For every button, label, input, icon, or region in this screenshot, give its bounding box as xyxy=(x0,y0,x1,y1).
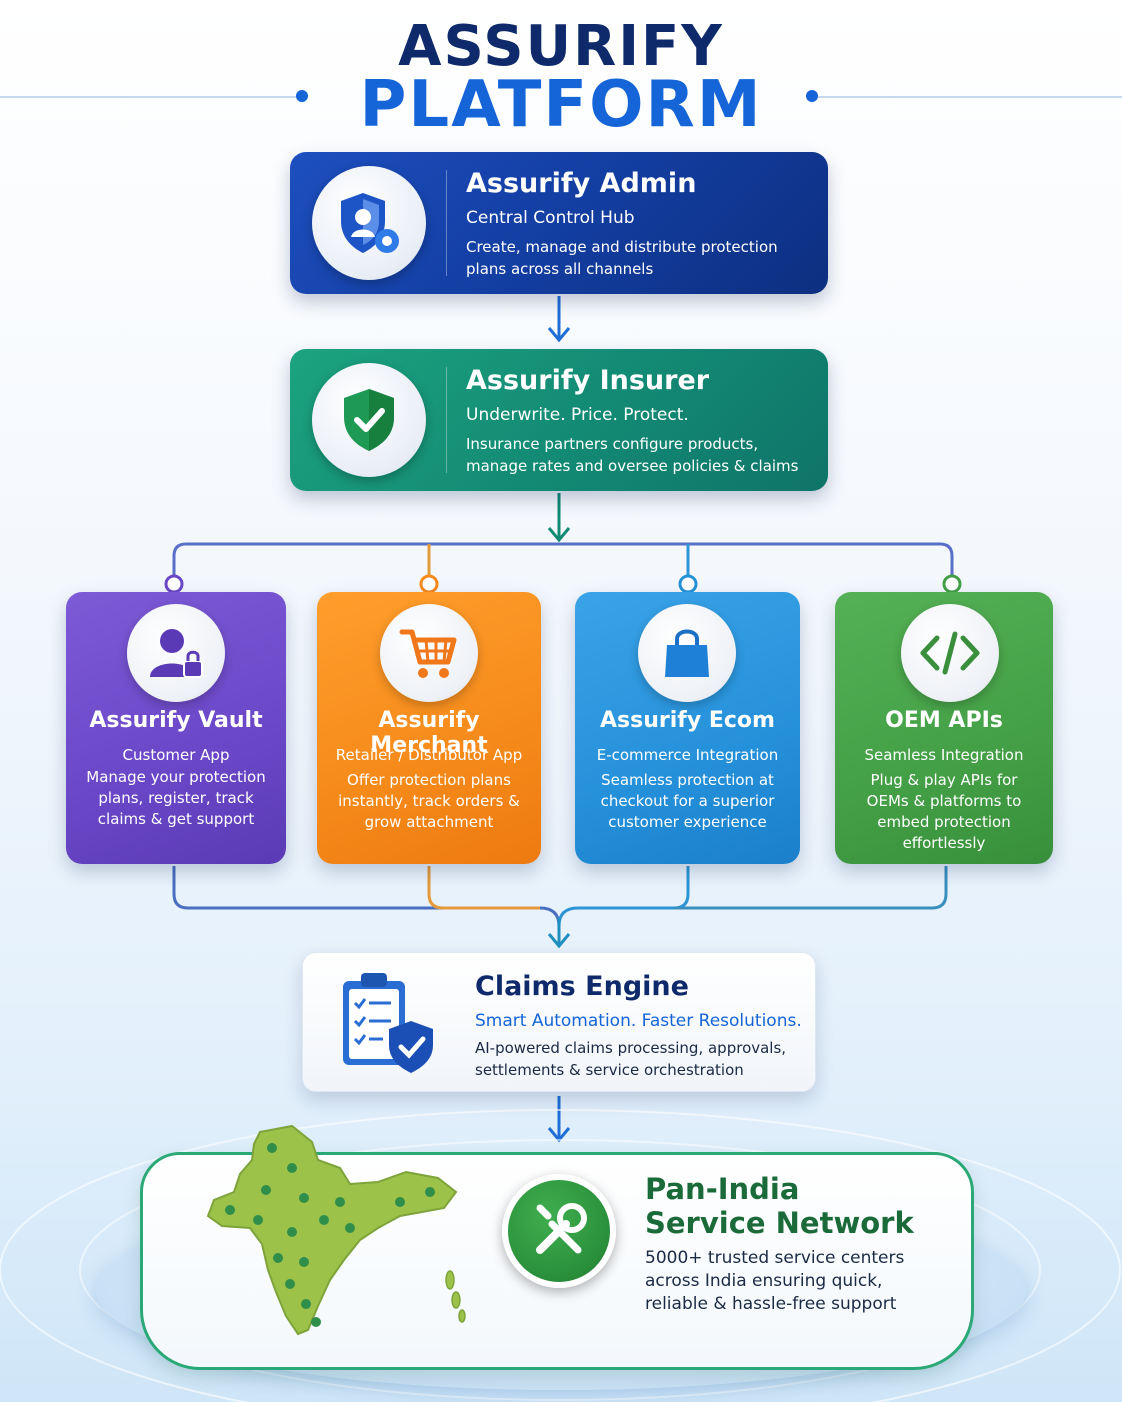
oem-card: OEM APIs Seamless Integration Plug & pla… xyxy=(835,592,1053,864)
clipboard-shield-icon xyxy=(337,969,437,1079)
ecom-description: Seamless protection at checkout for a su… xyxy=(600,771,775,831)
title-deco-dot-left xyxy=(296,90,308,102)
title-deco-line-left xyxy=(0,96,300,98)
node-merchant xyxy=(419,574,439,594)
shield-gear-icon xyxy=(312,166,426,280)
insurer-card: Assurify Insurer Underwrite. Price. Prot… xyxy=(290,349,828,491)
merge-oem xyxy=(674,866,948,910)
oem-description: Plug & play APIs for OEMs & platforms to… xyxy=(866,771,1022,852)
card-separator xyxy=(446,170,447,276)
ecom-card: Assurify Ecom E-commerce Integration Sea… xyxy=(575,592,800,864)
title-deco-dot-right xyxy=(806,90,818,102)
vault-description: Manage your protection plans, register, … xyxy=(86,768,266,828)
network-description: 5000+ trusted service centers across Ind… xyxy=(645,1248,905,1314)
vault-subtitle: Customer App xyxy=(122,746,230,764)
merge-merchant xyxy=(427,866,540,910)
merchant-subtitle: Retailer / Distributor App xyxy=(335,746,523,764)
user-lock-icon xyxy=(127,604,225,702)
node-oem xyxy=(942,574,962,594)
tools-icon xyxy=(502,1174,616,1288)
admin-subtitle: Central Control Hub xyxy=(466,208,635,228)
branch-top xyxy=(172,542,954,584)
shopping-bag-icon xyxy=(638,604,736,702)
node-ecom xyxy=(678,574,698,594)
ecom-subtitle: E-commerce Integration xyxy=(596,746,779,764)
india-map-icon xyxy=(206,1124,466,1336)
admin-description: Create, manage and distribute protection… xyxy=(466,238,778,278)
shopping-cart-icon xyxy=(380,604,478,702)
claims-subtitle: Smart Automation. Faster Resolutions. xyxy=(475,1011,802,1031)
merge-vault xyxy=(172,866,561,927)
insurer-title: Assurify Insurer xyxy=(466,365,710,396)
merchant-card: Assurify Merchant Retailer / Distributor… xyxy=(317,592,541,864)
oem-title: OEM APIs xyxy=(885,708,1003,733)
page-title-line2: PLATFORM xyxy=(359,68,763,142)
oem-subtitle: Seamless Integration xyxy=(864,746,1024,764)
ecom-title: Assurify Ecom xyxy=(600,708,775,733)
merchant-title: Assurify Merchant xyxy=(370,708,488,758)
page-title-line1: ASSURIFY xyxy=(398,14,724,79)
network-title: Pan-India Service Network xyxy=(645,1172,965,1240)
claims-title: Claims Engine xyxy=(475,971,689,1002)
node-vault xyxy=(164,574,184,594)
network-title-line2: Service Network xyxy=(645,1206,914,1240)
insurer-description: Insurance partners configure products, m… xyxy=(466,435,799,475)
merge-ecom xyxy=(557,866,690,927)
vault-title: Assurify Vault xyxy=(89,708,263,733)
claims-description: AI-powered claims processing, approvals,… xyxy=(475,1039,787,1079)
claims-card: Claims Engine Smart Automation. Faster R… xyxy=(302,952,816,1092)
admin-title: Assurify Admin xyxy=(466,168,697,199)
admin-card: Assurify Admin Central Control Hub Creat… xyxy=(290,152,828,294)
shield-check-icon xyxy=(312,363,426,477)
code-icon xyxy=(901,604,999,702)
card-separator xyxy=(446,367,447,473)
insurer-subtitle: Underwrite. Price. Protect. xyxy=(466,405,689,425)
title-deco-line-right xyxy=(816,96,1122,98)
network-title-line1: Pan-India xyxy=(645,1172,800,1206)
vault-card: Assurify Vault Customer App Manage your … xyxy=(66,592,286,864)
merchant-description: Offer protection plans instantly, track … xyxy=(338,771,520,831)
